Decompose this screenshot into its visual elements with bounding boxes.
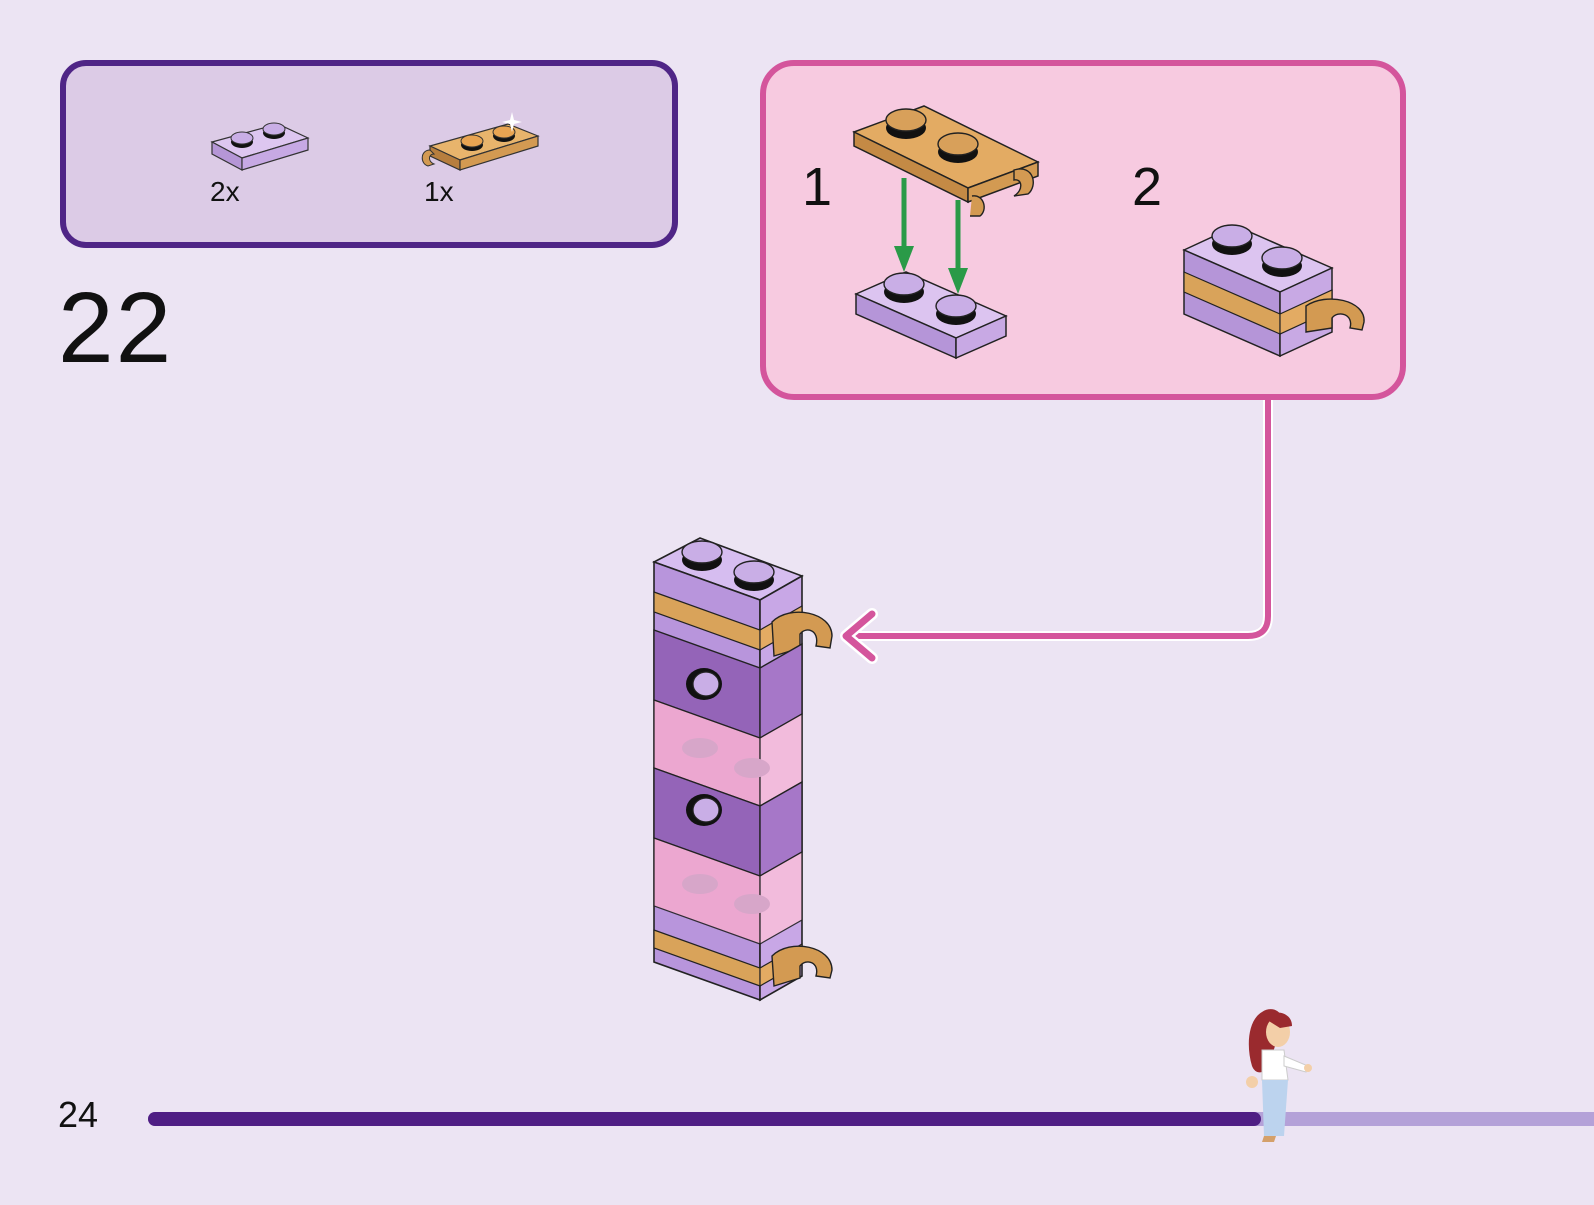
substep-2-illustration	[1182, 224, 1365, 358]
substep-number: 2	[1132, 157, 1163, 217]
progress-bar	[148, 1112, 1594, 1126]
step-number: 22	[58, 272, 174, 384]
progress-bar-fill	[148, 1112, 1262, 1126]
page-number: 24	[58, 1094, 99, 1135]
subassembly-callout: 1 2	[760, 60, 1406, 400]
substep-number: 1	[802, 157, 833, 217]
part-lavender-plate: 2x	[208, 116, 318, 207]
part-quantity: 1x	[424, 176, 454, 207]
part-quantity: 2x	[210, 176, 240, 207]
part-tan-clip-plate: 1x	[420, 102, 550, 207]
substep-1-illustration	[852, 105, 1040, 360]
parts-list-box: 2x 1x	[60, 60, 678, 248]
